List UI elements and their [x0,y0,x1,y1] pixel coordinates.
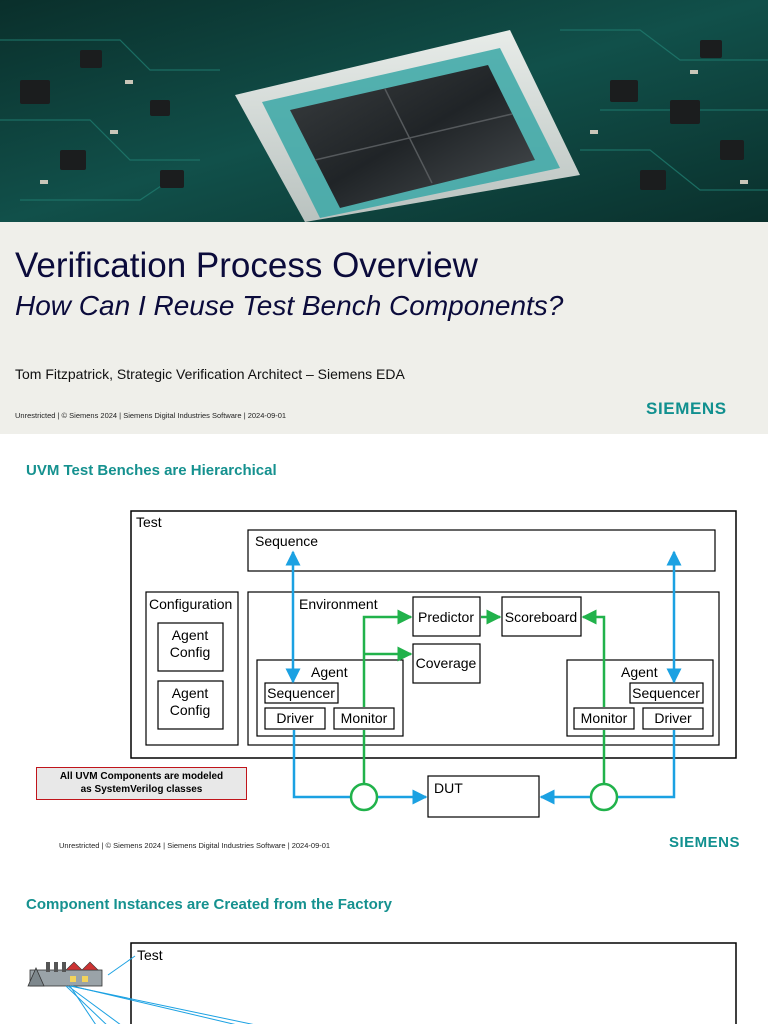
agent-config-box [157,680,224,730]
note-line: as SystemVerilog classes [80,784,203,795]
hierarchy-slide: UVM Test Benches are Hierarchical Test S… [0,434,768,868]
factory-line [65,985,107,1024]
monitor-left-label: Monitor [341,710,388,726]
note-callout: All UVM Components are modeled as System… [36,767,247,800]
driver-left-box [264,707,326,730]
factory-diagram: Test [27,942,737,1024]
slide-title: Verification Process Overview [15,246,478,285]
predictor-label: Predictor [418,609,474,625]
slide-footer: Unrestricted | © Siemens 2024 | Siemens … [59,841,331,850]
sequence-box [247,529,716,572]
factory-line [69,985,96,1024]
driver-left-label: Driver [276,710,314,726]
dut-label: DUT [434,780,463,796]
sequencer-right-label: Sequencer [632,685,700,701]
agent-right-label: Agent [621,664,658,680]
coverage-label: Coverage [416,655,477,671]
monitor-right-label: Monitor [581,710,628,726]
factory-line [107,955,136,976]
scoreboard-box [501,596,582,637]
scoreboard-label: Scoreboard [505,609,577,625]
factory-slide: Component Instances are Created from the… [0,868,768,1024]
factory-icon [27,961,103,987]
tap-circle [589,782,619,812]
agent-left-label: Agent [311,664,348,680]
dut-box [427,775,540,818]
agent-config-box [157,622,224,672]
agent-config-label: Agent [172,685,209,701]
title-slide: Verification Process Overview How Can I … [0,0,768,434]
dut-to-driver-bus [539,730,676,805]
test-box [130,942,737,1024]
environment-label: Environment [299,596,378,612]
predictor-box [412,596,481,637]
factory-line [71,985,236,1024]
agent-config-label: Agent [172,627,209,643]
uvm-hierarchy-diagram: Test Sequence Configuration Agent Config… [130,510,737,818]
driver-right-box [642,707,704,730]
monitor-left-box [333,707,395,730]
siemens-logo: SIEMENS [646,399,727,418]
test-label: Test [136,514,162,530]
hero-image-circuit-board [0,0,768,222]
siemens-logo: SIEMENS [669,834,741,851]
monitor-to-predictor-arrow [362,609,413,707]
coverage-box [412,643,481,684]
agent-config-label: Config [170,702,210,718]
agent-config-label: Config [170,644,210,660]
factory-line [67,985,121,1024]
slide-footer: Unrestricted | © Siemens 2024 | Siemens … [15,411,287,420]
driver-to-dut-bus [292,730,428,805]
monitor-right-box [573,707,635,730]
sequencer-left-box [264,682,339,704]
slide-heading: UVM Test Benches are Hierarchical [26,462,277,479]
note-line: All UVM Components are modeled [59,771,224,782]
test-label: Test [137,947,163,963]
sequence-label: Sequence [255,533,318,549]
chip-illustration [0,0,768,222]
tap-circle [349,782,379,812]
configuration-label: Configuration [149,596,232,612]
monitor-to-scoreboard-arrow [581,609,606,707]
slide-subtitle: How Can I Reuse Test Bench Components? [15,290,564,321]
author-line: Tom Fitzpatrick, Strategic Verification … [15,366,405,382]
slide-heading: Component Instances are Created from the… [26,896,392,913]
driver-right-label: Driver [654,710,692,726]
sequencer-left-label: Sequencer [267,685,335,701]
